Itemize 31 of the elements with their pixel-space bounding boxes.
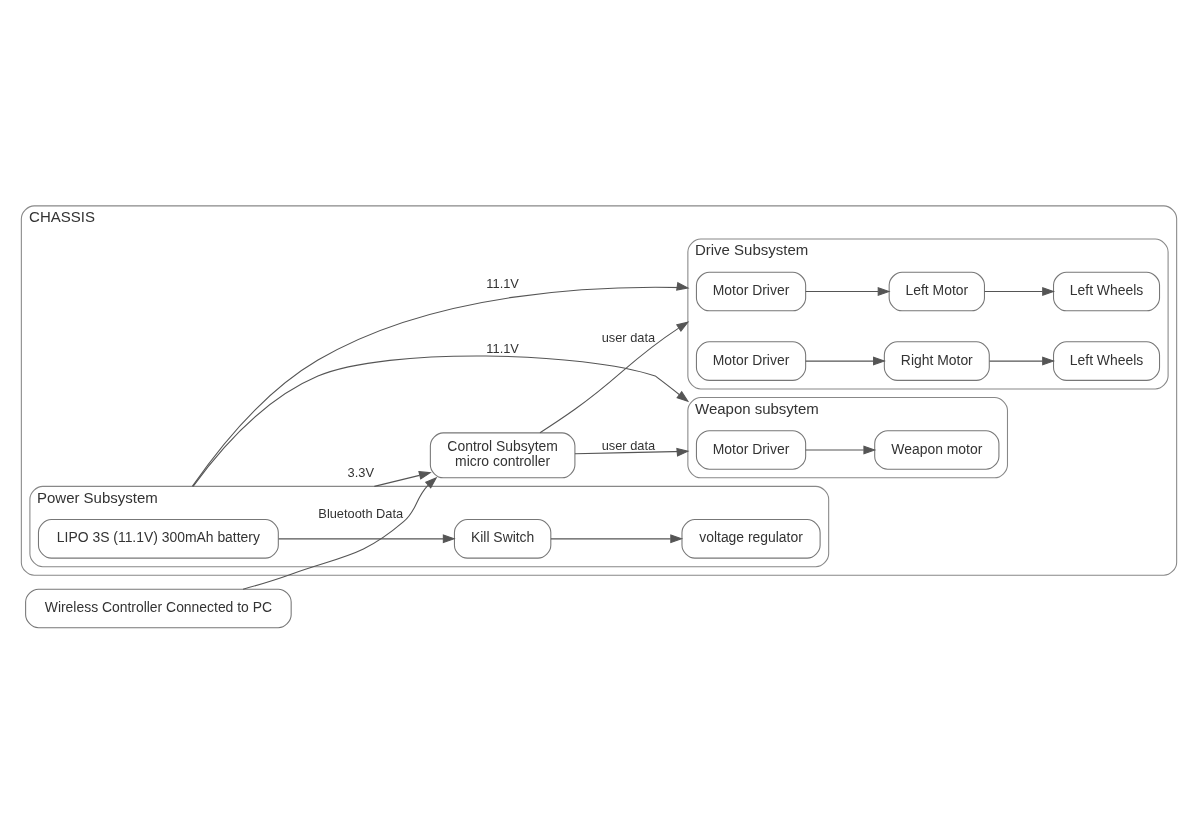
edge-label: Bluetooth Data <box>318 506 404 522</box>
node-box: voltage regulator <box>681 519 821 559</box>
node-box: LIPO 3S (11.1V) 300mAh battery <box>37 519 279 559</box>
arrow <box>373 471 432 487</box>
arrow <box>805 356 886 366</box>
arrow <box>550 534 684 544</box>
arrow <box>192 355 690 487</box>
node-box: Control Subsytem micro controller <box>429 432 576 479</box>
arrow <box>989 356 1056 366</box>
node-box: Right Motor <box>883 341 990 381</box>
node-box: Left Motor <box>888 271 985 312</box>
node-box: Left Wheels <box>1053 271 1161 312</box>
arrow <box>984 287 1056 296</box>
arrow <box>278 534 456 544</box>
node-box: Motor Driver <box>695 430 807 470</box>
edge-label: user data <box>601 437 656 453</box>
edge-label: 11.1V <box>486 275 519 291</box>
node-box: Weapon motor <box>874 430 1000 470</box>
arrow <box>191 281 690 487</box>
edge-label: 11.1V <box>486 341 519 357</box>
node-box: Left Wheels <box>1053 341 1161 381</box>
arrow <box>539 321 690 434</box>
edge-label: 3.3V <box>347 465 374 481</box>
node-box: Wireless Controller Connected to PC <box>25 588 292 629</box>
arrow <box>805 445 877 455</box>
node-box: Kill Switch <box>453 519 552 559</box>
node-box: Motor Driver <box>695 341 807 381</box>
node-box: Motor Driver <box>695 271 807 312</box>
edge-label: user data <box>601 330 656 346</box>
arrow <box>574 447 690 457</box>
arrow <box>805 287 891 296</box>
